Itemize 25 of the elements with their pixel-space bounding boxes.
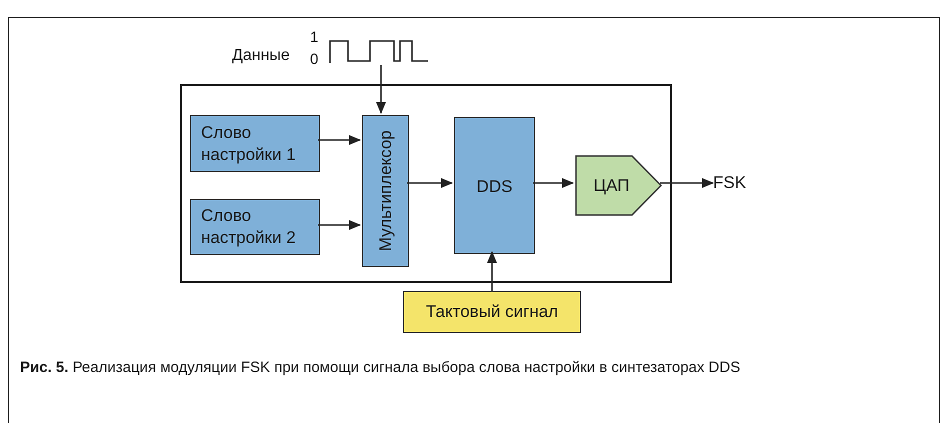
level-label: 0: [310, 50, 318, 70]
process-box: [454, 117, 535, 254]
process-box: [190, 199, 320, 255]
arrow: [407, 178, 453, 188]
process-box: [190, 115, 320, 172]
clock-box: [403, 291, 581, 333]
node-text: Слово настройки 2: [201, 205, 297, 249]
dac-pentagon: [575, 155, 662, 216]
arrow: [376, 65, 386, 114]
node-text: DDS: [476, 176, 512, 198]
node-text: Мультиплексор: [374, 130, 396, 252]
arrow: [318, 135, 361, 145]
node-text: FSK: [713, 172, 746, 194]
node-text: Тактовый сигнал: [426, 301, 558, 324]
enclosure-box: [180, 84, 672, 283]
node-text: Данные: [232, 46, 290, 66]
arrow: [318, 220, 361, 230]
arrow: [660, 178, 714, 188]
node-text: Слово настройки 1: [201, 122, 297, 166]
node-text: ЦАП: [594, 174, 630, 197]
level-label: 1: [310, 28, 318, 48]
figure-caption: Рис. 5. Реализация модуляции FSK при помощи сигнала выбора слова настройки в синтезаторах DDS: [20, 358, 742, 378]
multiplexer-box: [362, 115, 409, 267]
arrow: [487, 251, 497, 291]
arrow: [533, 178, 574, 188]
